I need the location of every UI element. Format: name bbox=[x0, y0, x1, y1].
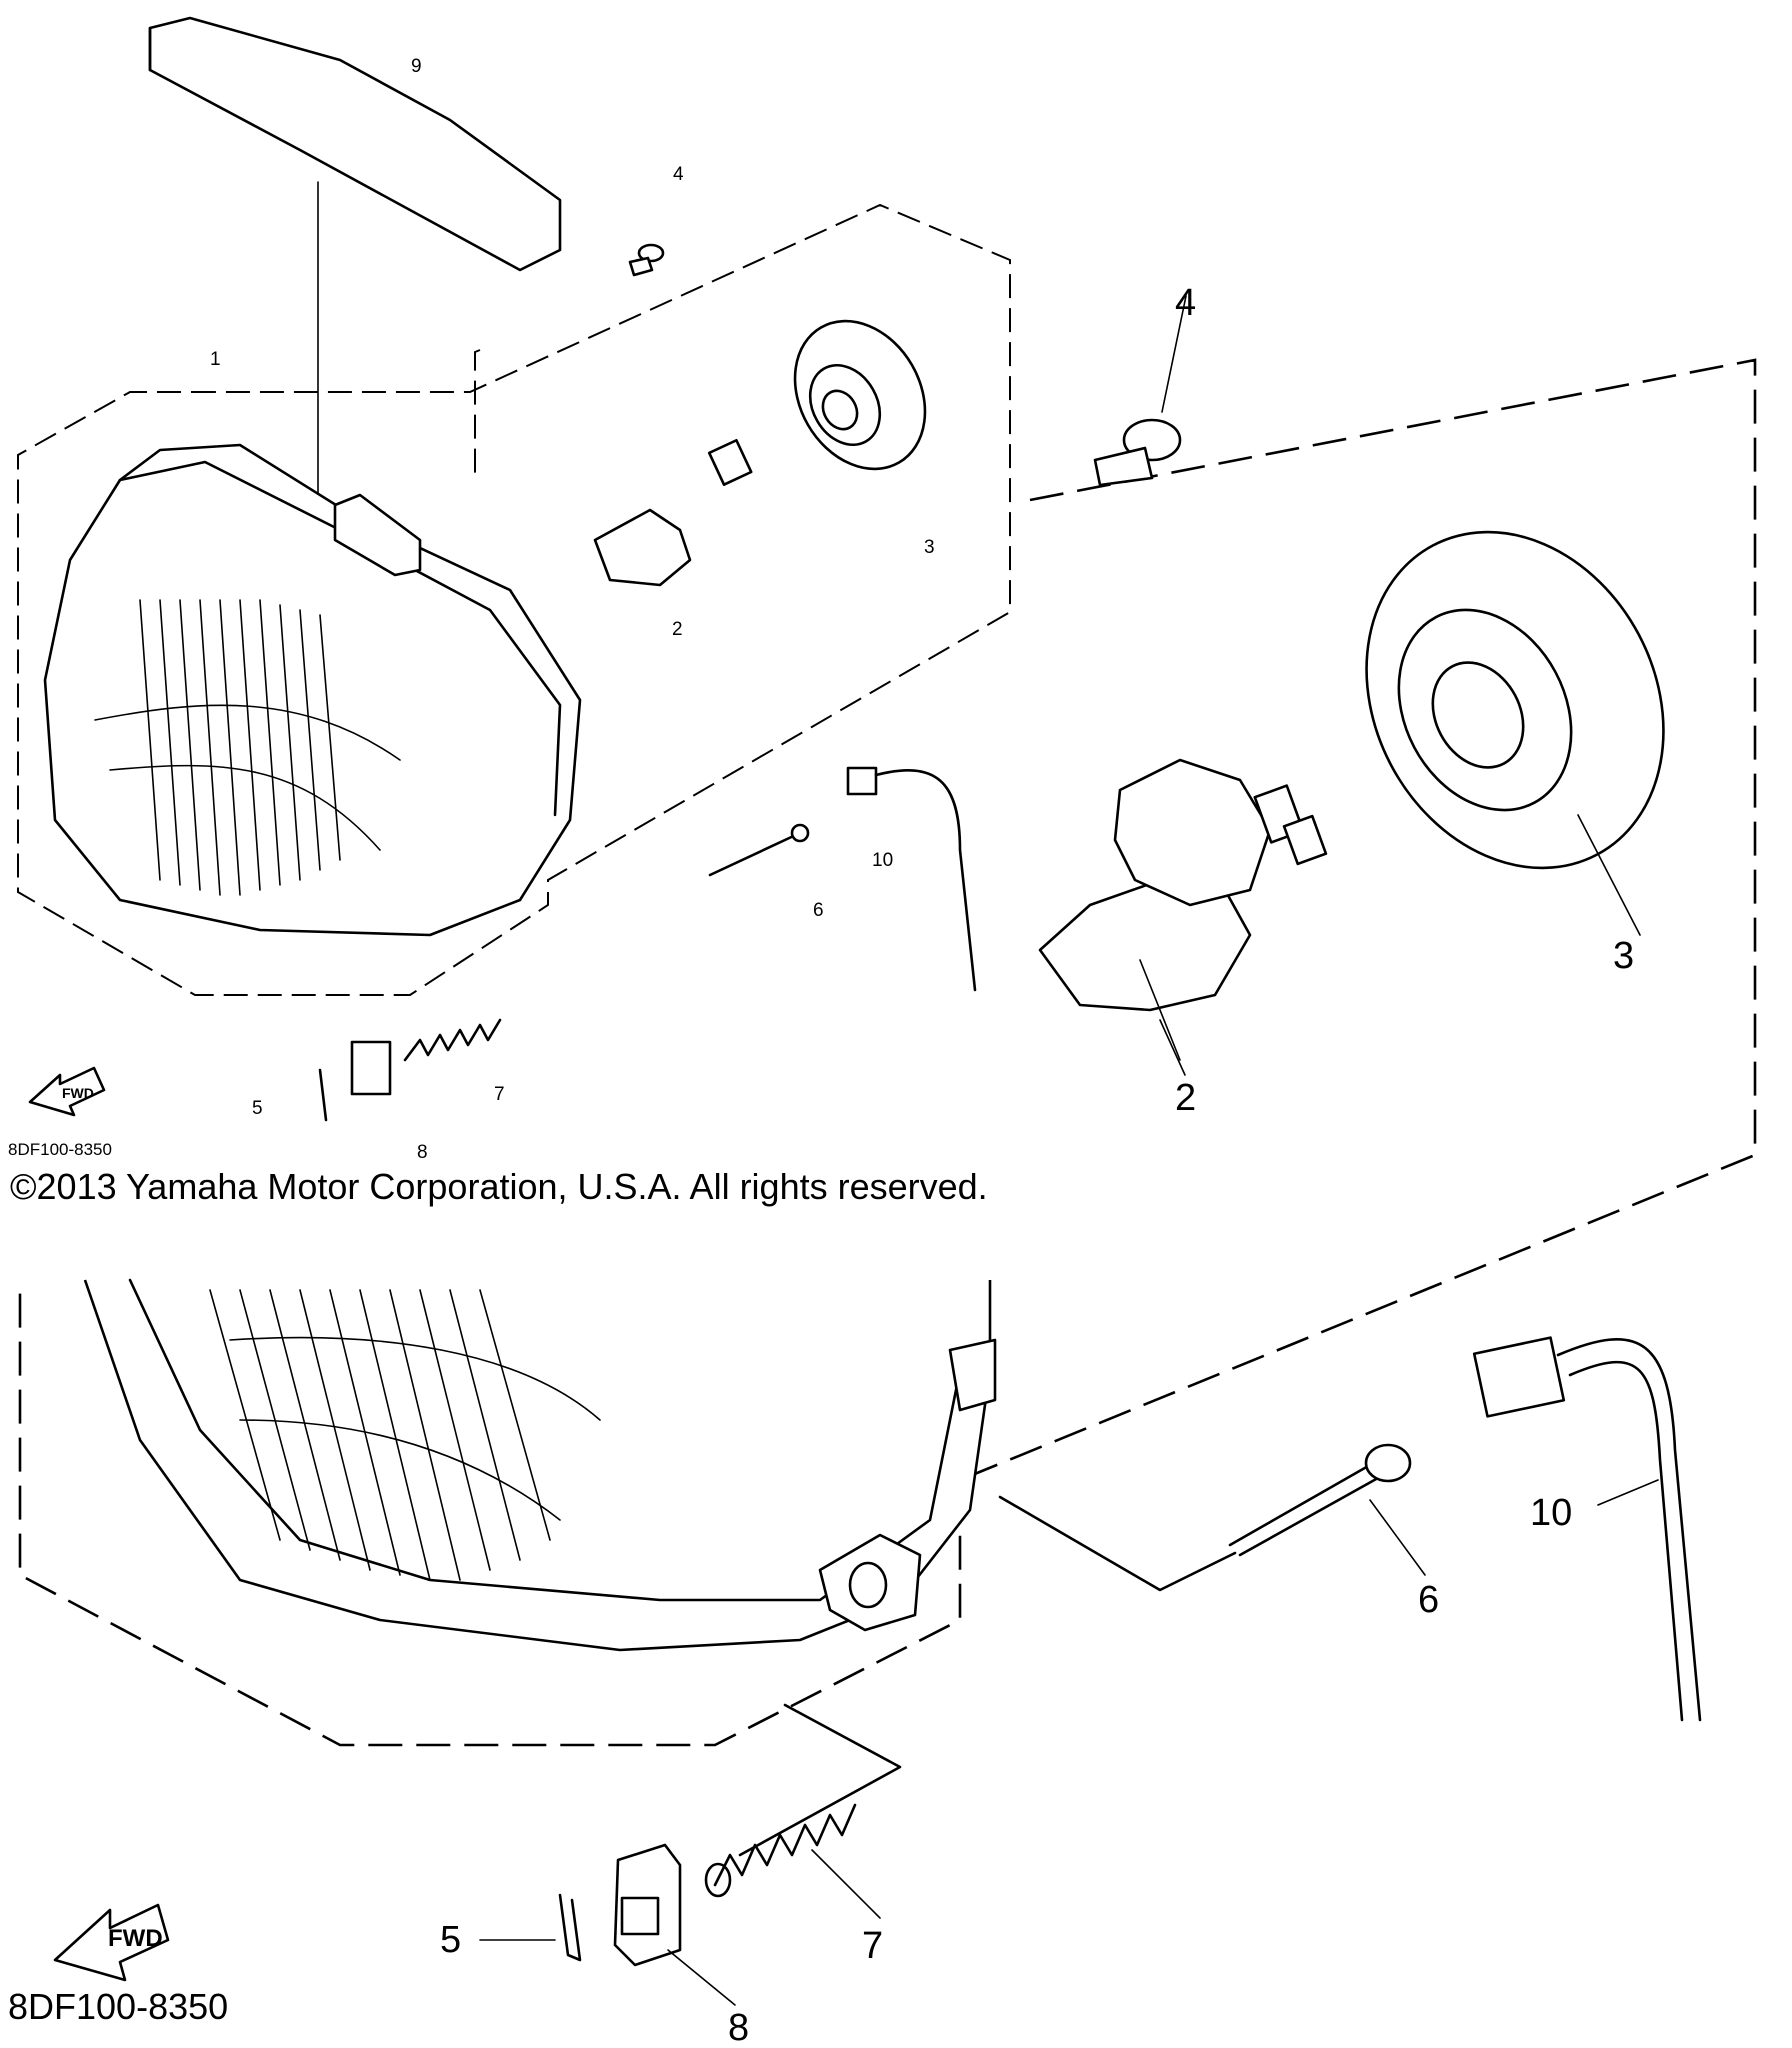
part-5-pin-large bbox=[479, 1893, 582, 1962]
part-1-headlight-small bbox=[43, 443, 582, 937]
callout-2-small: 2 bbox=[672, 619, 683, 640]
callout-9-small: 9 bbox=[411, 56, 422, 77]
callout-4-small: 4 bbox=[673, 164, 684, 185]
part-6-bolt-large bbox=[1228, 1443, 1426, 1576]
callout-1-small: 1 bbox=[210, 349, 221, 370]
assembly-outline-dashed bbox=[17, 203, 1011, 996]
copyright-notice: ©2013 Yamaha Motor Corporation, U.S.A. A… bbox=[10, 1166, 988, 1207]
bulb-group-outline-dashed bbox=[474, 349, 481, 480]
diagram-code-large: 8DF100-8350 bbox=[8, 1986, 229, 2027]
callout-7-large: 7 bbox=[862, 1925, 883, 1967]
part-5-pin-small bbox=[318, 1068, 328, 1122]
callouts-small: 9 4 1 3 2 10 6 7 5 8 bbox=[210, 56, 935, 1163]
diagram-code-small: 8DF100-8350 bbox=[8, 1140, 112, 1159]
overview-drawing: FWD 9 4 1 3 2 10 6 7 5 8 bbox=[17, 16, 1011, 1163]
housing-mount-lug bbox=[333, 493, 422, 577]
callout-3-large: 3 bbox=[1613, 935, 1634, 977]
callout-5-small: 5 bbox=[252, 1098, 263, 1119]
bolt-leader bbox=[998, 1495, 1237, 1592]
part-4-pin-large bbox=[1093, 295, 1187, 487]
part-8-clip-small bbox=[350, 1040, 392, 1096]
detail-drawing: FWD 4 3 2 10 6 7 5 8 bbox=[18, 282, 1757, 2048]
spring-leader bbox=[738, 1703, 902, 1857]
callout-8-large: 8 bbox=[728, 2007, 749, 2048]
callout-5-large: 5 bbox=[440, 1919, 461, 1961]
callouts-large: 4 3 2 10 6 7 5 8 bbox=[440, 282, 1634, 2048]
fwd-label-large: FWD bbox=[108, 1925, 163, 1952]
fwd-arrow-small: FWD bbox=[28, 1066, 106, 1117]
detail-outline-dashed bbox=[18, 358, 1757, 1747]
callout-3-small: 3 bbox=[924, 537, 935, 558]
lens-lines-large bbox=[209, 1289, 601, 1581]
part-8-clip-large bbox=[613, 1843, 736, 2006]
part-1-headlight-large bbox=[83, 1279, 992, 1652]
lens-lines-small bbox=[94, 599, 401, 896]
callout-7-small: 7 bbox=[494, 1084, 505, 1105]
mount-hole bbox=[848, 1561, 888, 1609]
callout-10-large: 10 bbox=[1530, 1492, 1572, 1534]
callout-4-large: 4 bbox=[1175, 282, 1196, 324]
housing-side-clip bbox=[948, 1338, 997, 1412]
part-4-pin-small bbox=[628, 243, 665, 277]
part-2-bulb-large bbox=[1038, 758, 1328, 1076]
part-7-spring-large bbox=[704, 1803, 881, 1919]
callout-2-large: 2 bbox=[1175, 1077, 1196, 1119]
fwd-arrow-large: FWD bbox=[53, 1903, 170, 1982]
callout-8-small: 8 bbox=[417, 1142, 428, 1163]
part-10-connector-small bbox=[846, 766, 977, 992]
part-6-bolt-small bbox=[708, 823, 810, 877]
callout-6-large: 6 bbox=[1418, 1579, 1439, 1621]
callout-6-small: 6 bbox=[813, 900, 824, 921]
part-2-bulb-small bbox=[593, 438, 753, 587]
part-7-spring-small bbox=[403, 1018, 502, 1062]
part-3-socket-cover-large bbox=[1365, 530, 1665, 936]
part-3-socket-cover-small bbox=[793, 319, 927, 471]
fwd-label-small: FWD bbox=[62, 1085, 94, 1101]
callout-10-small: 10 bbox=[872, 850, 893, 871]
part-9-visor bbox=[148, 16, 562, 272]
part-10-connector-large bbox=[1472, 1336, 1702, 1722]
